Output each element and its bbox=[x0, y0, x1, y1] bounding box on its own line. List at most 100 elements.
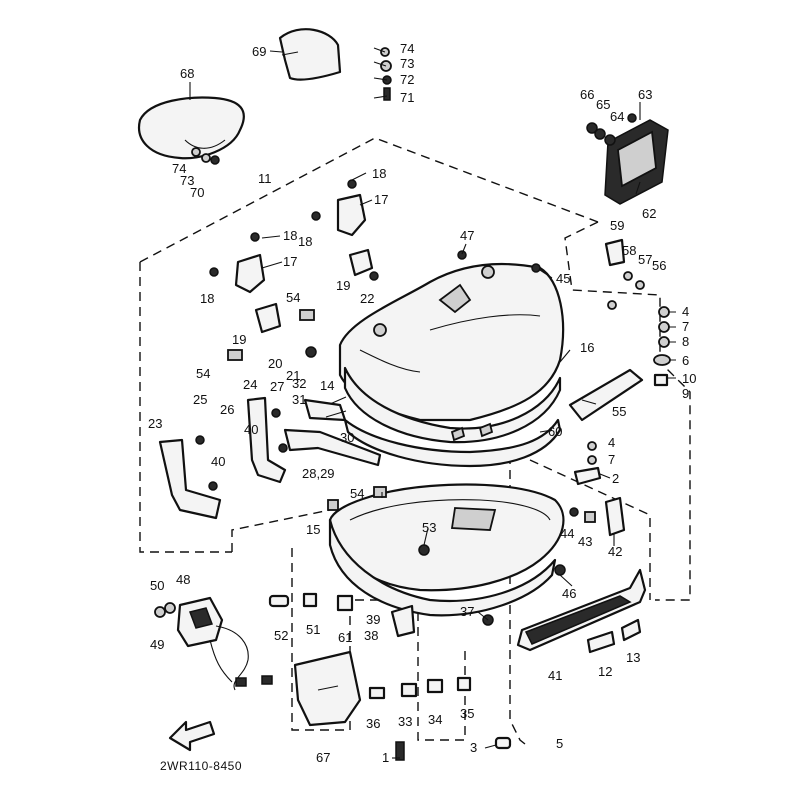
callout-7a: 7 bbox=[682, 319, 689, 334]
assembly-boundary-lower bbox=[291, 548, 466, 741]
lid-seal-60 bbox=[343, 418, 562, 468]
callout-36: 36 bbox=[366, 716, 380, 731]
callout-7b: 7 bbox=[608, 452, 615, 467]
callout-65: 65 bbox=[596, 97, 610, 112]
callout-27: 27 bbox=[270, 379, 284, 394]
callout-55: 55 bbox=[612, 404, 626, 419]
emblem-13 bbox=[620, 618, 642, 642]
trim-55 bbox=[568, 368, 644, 422]
callout-41: 41 bbox=[548, 668, 562, 683]
bracket-23 bbox=[158, 438, 222, 520]
callout-31: 31 bbox=[292, 392, 306, 407]
callout-32: 32 bbox=[292, 376, 306, 391]
callout-42: 42 bbox=[608, 544, 622, 559]
callout-47: 47 bbox=[460, 228, 474, 243]
screw-hardware-left bbox=[195, 179, 541, 511]
callout-69: 69 bbox=[252, 44, 266, 59]
callout-62: 62 bbox=[642, 206, 656, 221]
washers-49-50 bbox=[154, 602, 176, 618]
trim-41 bbox=[516, 568, 647, 652]
callout-5: 5 bbox=[556, 736, 563, 751]
callout-19b: 19 bbox=[232, 332, 246, 347]
callout-73a: 73 bbox=[400, 56, 414, 71]
callout-4b: 4 bbox=[608, 435, 615, 450]
screws-64-66 bbox=[586, 113, 637, 146]
callout-30: 30 bbox=[340, 430, 354, 445]
callout-44: 44 bbox=[560, 526, 574, 541]
callout-28-29: 28,29 bbox=[302, 466, 335, 481]
callout-33: 33 bbox=[398, 714, 412, 729]
callout-4a: 4 bbox=[682, 304, 689, 319]
callout-53: 53 bbox=[422, 520, 436, 535]
latch-32 bbox=[303, 398, 347, 422]
callout-6: 6 bbox=[682, 353, 689, 368]
callout-14: 14 bbox=[320, 378, 334, 393]
callout-67: 67 bbox=[316, 750, 330, 765]
callout-45: 45 bbox=[556, 271, 570, 286]
emblem-12 bbox=[586, 630, 616, 654]
callout-63: 63 bbox=[638, 87, 652, 102]
callout-73b: 73 bbox=[180, 173, 194, 188]
callout-39: 39 bbox=[366, 612, 380, 627]
callout-57: 57 bbox=[638, 252, 652, 267]
callout-10: 10 bbox=[682, 371, 696, 386]
callout-38: 38 bbox=[364, 628, 378, 643]
callout-19a: 19 bbox=[336, 278, 350, 293]
assembly-boundary-upper bbox=[139, 137, 599, 263]
callout-3: 3 bbox=[470, 740, 477, 755]
fastener-stack-71-74 bbox=[380, 47, 392, 101]
latch-28-29 bbox=[283, 428, 382, 467]
callout-71: 71 bbox=[400, 90, 414, 105]
callout-16: 16 bbox=[580, 340, 594, 355]
bracket-24 bbox=[246, 396, 287, 484]
callout-50: 50 bbox=[150, 578, 164, 593]
callout-61: 61 bbox=[338, 630, 352, 645]
assembly-boundary-left bbox=[139, 262, 232, 553]
callout-22: 22 bbox=[360, 291, 374, 306]
hinge-19-upper bbox=[348, 248, 374, 277]
callout-18c: 18 bbox=[298, 234, 312, 249]
hinge-17-upper bbox=[336, 193, 367, 237]
callout-37: 37 bbox=[460, 604, 474, 619]
lid-link-dashes bbox=[529, 459, 651, 600]
hinge-19-lower bbox=[254, 302, 282, 334]
callout-18d: 18 bbox=[200, 291, 214, 306]
callout-66: 66 bbox=[580, 87, 594, 102]
callout-54c: 54 bbox=[350, 486, 364, 501]
seat-pad-68 bbox=[137, 96, 245, 160]
callout-74a: 74 bbox=[400, 41, 414, 56]
fastener-stack-70-74 bbox=[191, 147, 220, 165]
callout-64: 64 bbox=[610, 109, 624, 124]
callout-18a: 18 bbox=[372, 166, 386, 181]
callout-72: 72 bbox=[400, 72, 414, 87]
callout-18b: 18 bbox=[283, 228, 297, 243]
callout-59: 59 bbox=[610, 218, 624, 233]
callout-17a: 17 bbox=[374, 192, 388, 207]
lock-48 bbox=[176, 596, 224, 648]
callout-2: 2 bbox=[612, 471, 619, 486]
bottom-small-parts bbox=[268, 592, 512, 761]
callout-74b: 74 bbox=[172, 161, 186, 176]
callout-15: 15 bbox=[306, 522, 320, 537]
callout-11: 11 bbox=[258, 171, 272, 186]
callout-25: 25 bbox=[193, 392, 207, 407]
callout-13: 13 bbox=[626, 650, 640, 665]
callout-leaders bbox=[189, 47, 676, 759]
callout-40b: 40 bbox=[211, 454, 225, 469]
callout-1: 1 bbox=[382, 750, 389, 765]
callout-54a: 54 bbox=[286, 290, 300, 305]
callout-21: 21 bbox=[286, 368, 300, 383]
callout-60: 60 bbox=[548, 424, 562, 439]
callout-70: 70 bbox=[190, 185, 204, 200]
callout-24: 24 bbox=[243, 377, 257, 392]
top-case-base bbox=[328, 483, 565, 617]
callout-12: 12 bbox=[598, 664, 612, 679]
callout-49: 49 bbox=[150, 637, 164, 652]
callout-56: 56 bbox=[652, 258, 666, 273]
callout-26: 26 bbox=[220, 402, 234, 417]
top-case-lid bbox=[338, 262, 565, 444]
backrest-pad-69 bbox=[278, 28, 342, 81]
callout-23: 23 bbox=[148, 416, 162, 431]
callout-35: 35 bbox=[460, 706, 474, 721]
